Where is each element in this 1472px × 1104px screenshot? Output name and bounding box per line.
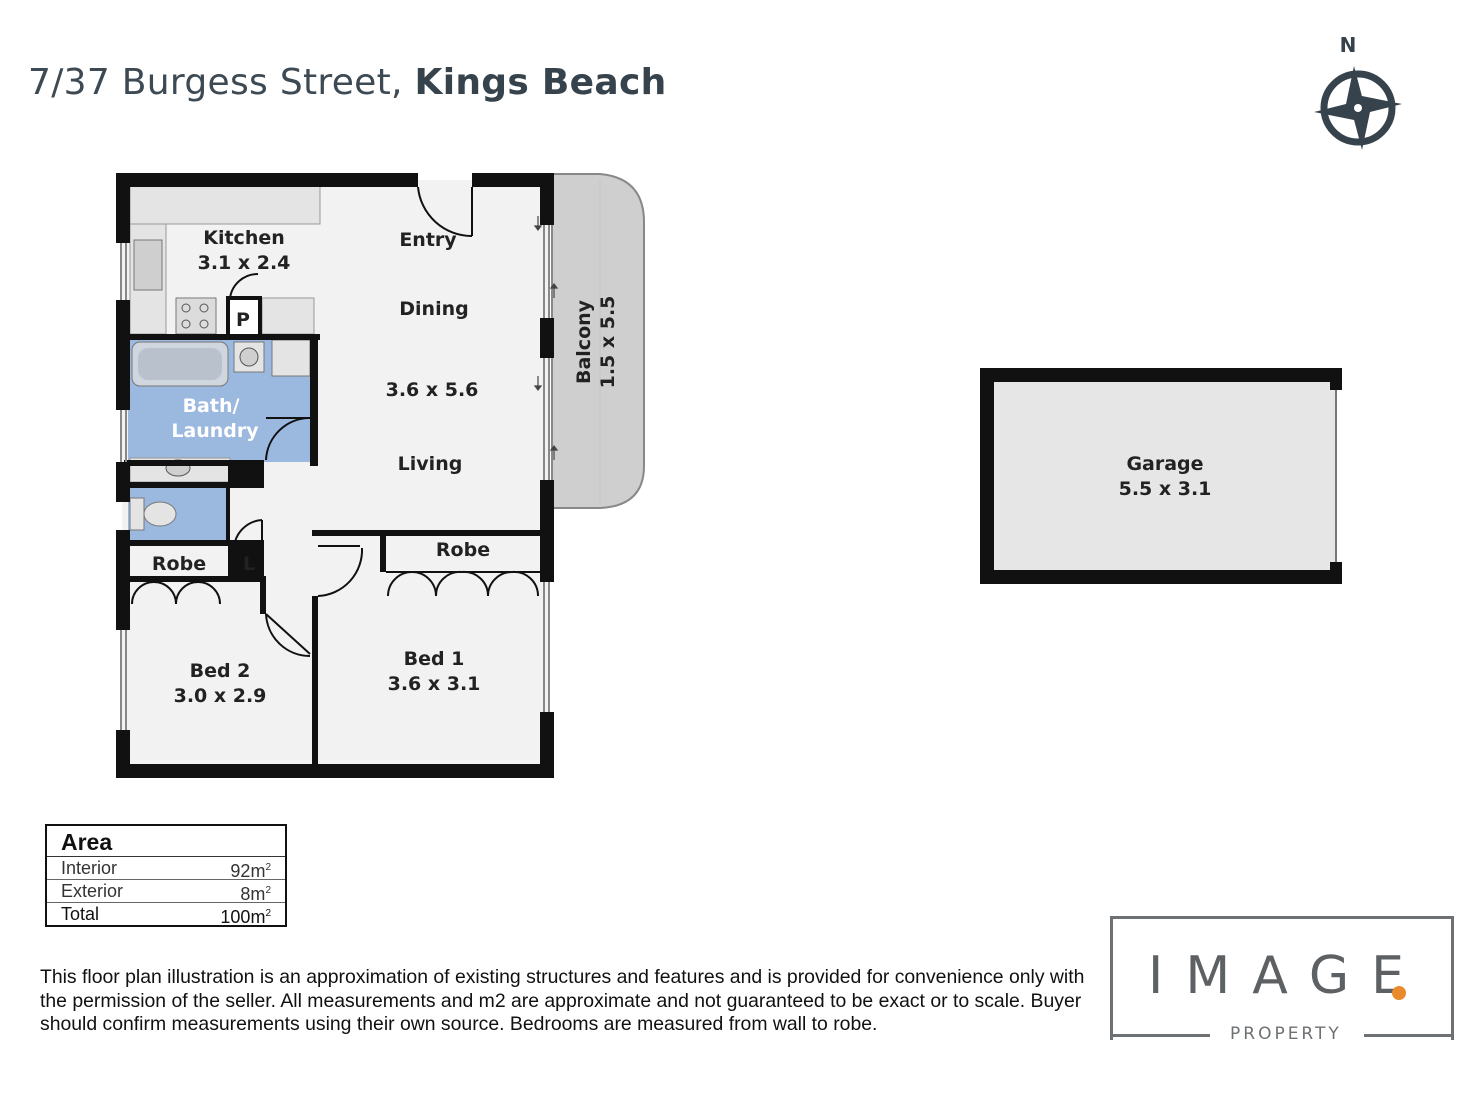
- area-row-label: Interior: [61, 858, 118, 878]
- suburb: Kings Beach: [414, 62, 667, 103]
- logo-dot-icon: [1392, 986, 1406, 1000]
- cooktop-icon: [175, 297, 217, 335]
- street-address: 7/37 Burgess Street,: [28, 62, 415, 103]
- area-row: Interior 92m2: [47, 857, 285, 881]
- balcony-dims: 1.5 x 5.5: [597, 296, 619, 389]
- laundry-label: Laundry: [171, 420, 259, 442]
- windows: [120, 225, 550, 730]
- garage-label: Garage: [1126, 453, 1203, 475]
- kitchen-label: Kitchen: [203, 227, 285, 249]
- bed1-dims: 3.6 x 3.1: [388, 673, 481, 695]
- area-heading: Area: [47, 826, 285, 857]
- disclaimer-text: This floor plan illustration is an appro…: [40, 966, 1085, 1035]
- compass-north-label: N: [1340, 33, 1357, 57]
- listing-title: 7/37 Burgess Street, Kings Beach: [28, 62, 667, 103]
- compass-icon: N: [1314, 33, 1402, 150]
- living-dims: 3.6 x 5.6: [386, 379, 479, 401]
- bed2-robe-label: Robe: [152, 553, 206, 575]
- bath-label: Bath/: [183, 395, 240, 417]
- area-row-value: 92m: [230, 861, 266, 881]
- bed2-dims: 3.0 x 2.9: [174, 685, 267, 707]
- walls: [116, 173, 554, 778]
- bed1-label: Bed 1: [404, 648, 465, 670]
- laundry-tub-icon: [271, 339, 311, 377]
- bed1-robe-label: Robe: [436, 539, 490, 561]
- fridge-space: [261, 297, 315, 335]
- pantry: [226, 296, 262, 338]
- balcony-floor: [551, 173, 645, 509]
- area-row: Exterior 8m2: [47, 880, 285, 904]
- dining-label: Dining: [399, 298, 468, 320]
- bed2-label: Bed 2: [190, 660, 251, 682]
- balcony-label: Balcony: [573, 299, 595, 384]
- sink-icon: [133, 239, 163, 291]
- area-row-label: Exterior: [61, 881, 124, 901]
- area-row-label: Total: [61, 904, 100, 924]
- image-property-logo: IMAGE PROPERTY: [1110, 916, 1454, 1044]
- kitchen-dims: 3.1 x 2.4: [198, 252, 291, 274]
- kitchen-bench-top: [129, 185, 321, 225]
- area-row-value: 8m: [240, 884, 266, 904]
- linen-label: L: [243, 553, 255, 575]
- pantry-label: P: [236, 309, 250, 331]
- area-row-total: Total 100m2: [61, 904, 271, 927]
- garage-floor: [986, 374, 1336, 578]
- area-row-value: 100m: [220, 907, 266, 927]
- sliding-door-arrows: [533, 216, 559, 460]
- logo-brand: IMAGE: [1148, 946, 1427, 1006]
- entry-label: Entry: [399, 229, 457, 251]
- toilet-icon: [129, 497, 145, 531]
- living-label: Living: [398, 453, 463, 475]
- logo-subtitle: PROPERTY: [1230, 1024, 1342, 1044]
- area-table: Area Interior 92m2 Exterior 8m2 Total 10…: [45, 824, 287, 927]
- garage-walls: [980, 368, 1342, 584]
- garage-dims: 5.5 x 3.1: [1119, 478, 1212, 500]
